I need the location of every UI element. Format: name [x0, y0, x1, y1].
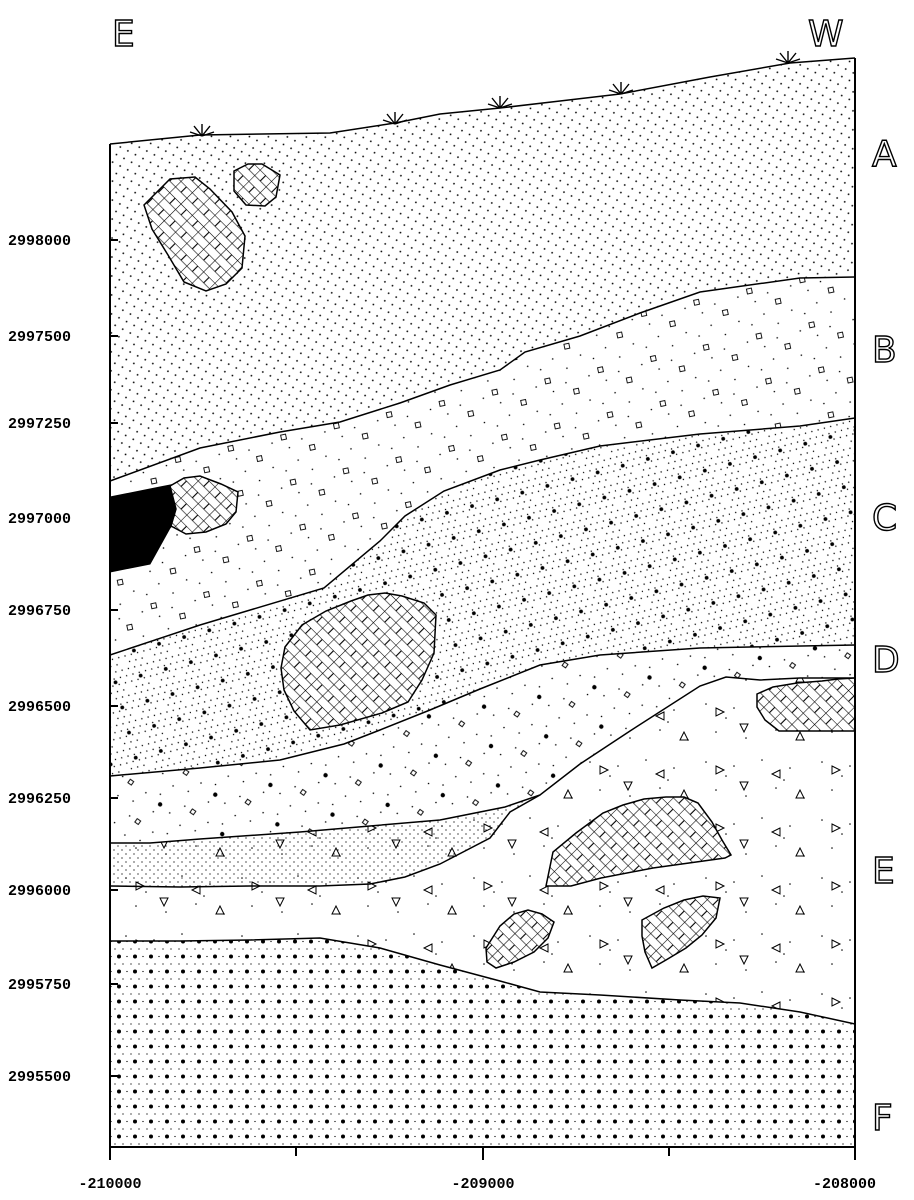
block-e-2: [485, 909, 555, 969]
y-tick-label: 2997500: [8, 329, 71, 346]
unit-label-d: D: [872, 640, 900, 681]
y-tick-label: 2995500: [8, 1069, 71, 1086]
boundary-c-d: [109, 644, 856, 777]
unit-label-f: F: [872, 1098, 893, 1139]
y-tick-label: 2997250: [8, 416, 71, 433]
axes: [109, 58, 856, 1160]
x-tick-label: -210000: [78, 1176, 141, 1193]
block-c-1: [169, 475, 239, 535]
y-axis-labels: 2998000 2997500 2997250 2997000 2996750 …: [8, 233, 71, 1086]
tuft-icon: [775, 51, 801, 64]
layer-a-fill: [110, 58, 855, 481]
layer-f-fill: [110, 938, 855, 1147]
boundary-d-belt-base: [109, 794, 541, 888]
tuft-icon: [487, 96, 513, 109]
y-tick-label: 2996250: [8, 791, 71, 808]
unit-label-a: A: [872, 134, 897, 175]
y-tick-label: 2996000: [8, 883, 71, 900]
surface-vegetation-symbols: [189, 51, 801, 137]
boundary-a-b: [109, 276, 856, 482]
block-a-2: [233, 163, 281, 207]
unit-label-b: B: [872, 330, 897, 371]
tuft-icon: [189, 124, 215, 137]
y-tick-label: 2997000: [8, 511, 71, 528]
x-axis-ticks: [109, 1147, 856, 1160]
orientation-left-label: E: [112, 14, 135, 55]
x-tick-label: -208000: [813, 1176, 876, 1193]
unit-label-e: E: [872, 851, 895, 892]
y-tick-label: 2996750: [8, 603, 71, 620]
layer-b-fill: [110, 277, 855, 655]
block-a-1: [143, 176, 246, 292]
layer-d-fill: [110, 645, 855, 843]
orientation-right-label: W: [808, 14, 844, 55]
tuft-icon: [382, 112, 408, 125]
y-tick-label: 2995750: [8, 977, 71, 994]
block-c-2: [280, 592, 437, 731]
y-tick-label: 2998000: [8, 233, 71, 250]
y-tick-label: 2996500: [8, 699, 71, 716]
block-e-3: [641, 895, 721, 970]
x-tick-label: -209000: [451, 1176, 514, 1193]
crosshatched-blocks: [143, 163, 856, 970]
x-axis-labels: -210000 -209000 -208000: [78, 1176, 876, 1193]
block-e-1: [545, 796, 733, 887]
layer-d-basal-belt: [110, 795, 540, 887]
unit-labels: A B C D E F: [871, 133, 900, 1139]
boundary-e-f: [110, 937, 856, 1025]
tuft-icon: [608, 82, 634, 95]
boundary-b-c: [109, 417, 856, 656]
unit-label-c: C: [872, 498, 897, 539]
y-axis-ticks: [110, 239, 118, 1077]
